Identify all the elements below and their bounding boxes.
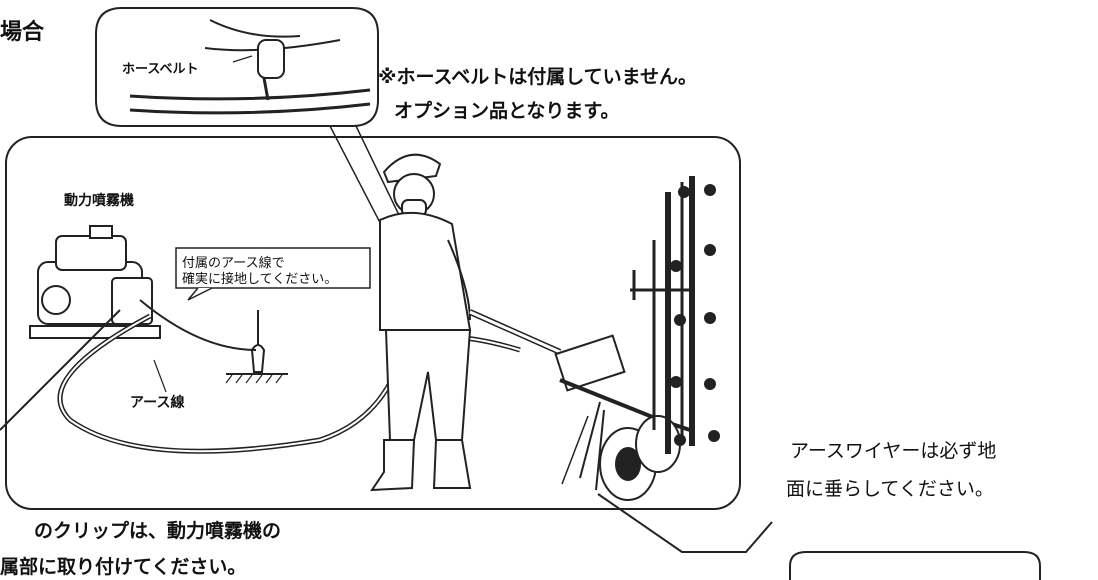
earth-wire-label: アース線: [130, 395, 185, 411]
scene-frame: [5, 136, 741, 510]
ground-note-line1: 付属のアース線で: [182, 256, 285, 271]
callout-note-line2: オプション品となります。: [394, 100, 620, 122]
ground-note-box: [175, 247, 371, 289]
bottom-right-box: [789, 551, 1041, 580]
clip-note-line2: 属部に取り付けてください。: [0, 556, 247, 578]
earth-wire-note-line1: アースワイヤーは必ず地: [790, 440, 997, 462]
sprayer-label: 動力噴霧機: [64, 193, 134, 209]
ground-note-line2: 確実に接地してください。: [182, 272, 338, 287]
cart-illustration: [554, 176, 695, 501]
clip-note-line1: のクリップは、動力噴霧機の: [34, 520, 282, 542]
hose-belt-label: ホースベルト: [122, 62, 199, 77]
earth-wire-note-line2: 面に垂らしてください。: [786, 478, 994, 500]
section-heading-fragment: 場合: [0, 20, 45, 45]
sprayer-illustration: [29, 225, 161, 339]
callout-note-line1: ※ホースベルトは付属していません。: [378, 66, 698, 88]
person-illustration: [370, 153, 472, 492]
